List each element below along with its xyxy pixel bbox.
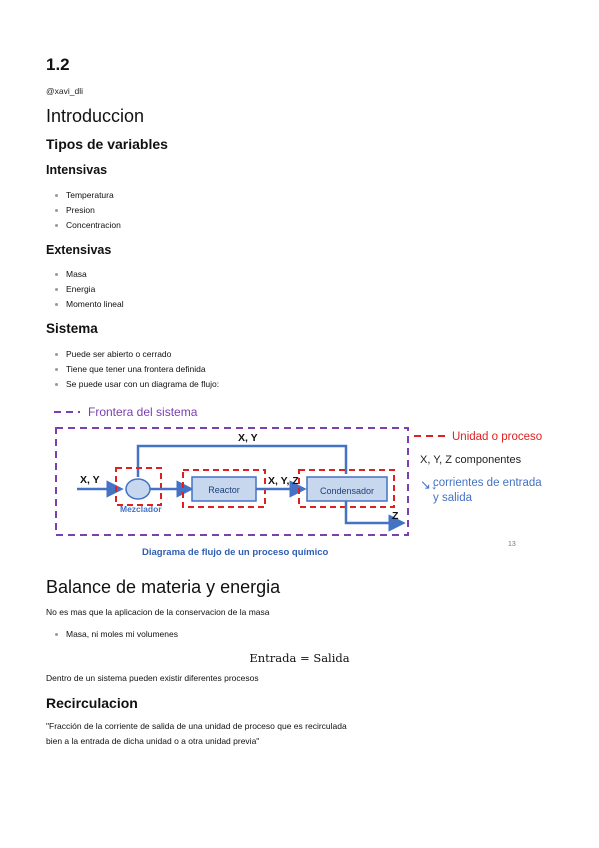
list-item: Se puede usar con un diagrama de flujo: xyxy=(46,377,219,392)
outlet-stream-label: Z xyxy=(392,510,399,522)
heading-sistema: Sistema xyxy=(46,321,98,336)
mixer-unit-frame xyxy=(115,467,162,506)
list-item: Tiene que tener una frontera definida xyxy=(46,362,219,377)
recirculacion-quote-line1: "Fracción de la corriente de salida de u… xyxy=(46,721,347,731)
heading-introduccion: Introduccion xyxy=(46,106,145,126)
list-sistema: Puede ser abierto o cerrado Tiene que te… xyxy=(46,347,219,392)
list-item: Masa xyxy=(46,267,124,282)
heading-balance: Balance de materia y energia xyxy=(46,577,281,597)
balance-after: Dentro de un sistema pueden existir dife… xyxy=(46,673,259,683)
diagram-caption: Diagrama de flujo de un proceso químico xyxy=(142,547,329,558)
process-flow-diagram: Frontera del sistema Unidad o proceso X,… xyxy=(54,405,542,558)
list-item: Presion xyxy=(46,203,121,218)
reactor-label: Reactor xyxy=(208,485,240,495)
recirculacion-quote-line2: bien a la entrada de dicha unidad o a ot… xyxy=(46,736,260,746)
streams-legend-arrow-icon: ↘↓ xyxy=(420,477,437,492)
streams-legend-line1: corrientes de entrada xyxy=(433,477,542,489)
list-item: Masa, ni moles mi volumenes xyxy=(46,627,178,642)
outlet-stream xyxy=(344,501,406,532)
heading-recirculacion: Recirculacion xyxy=(46,695,138,711)
balance-intro: No es mas que la aplicacion de la conser… xyxy=(46,607,270,617)
slide-page-number: 13 xyxy=(508,541,516,548)
components-legend: X, Y, Z componentes xyxy=(420,454,522,466)
list-item: Energia xyxy=(46,282,124,297)
balance-formula: Entrada = Salida xyxy=(249,651,350,665)
mixer-icon xyxy=(125,478,151,500)
recycle-stream-label: X, Y xyxy=(238,432,258,444)
list-item: Concentracion xyxy=(46,218,121,233)
heading-tipos-de-variables: Tipos de variables xyxy=(46,136,168,152)
inlet-stream-label: X, Y xyxy=(80,474,100,486)
recycle-stream xyxy=(136,444,348,477)
mid-stream-label: X, Y, Z xyxy=(268,475,299,487)
section-number: 1.2 xyxy=(46,55,70,74)
heading-intensivas: Intensivas xyxy=(46,163,108,177)
streams-legend-line2: y salida xyxy=(433,492,473,504)
list-item: Puede ser abierto o cerrado xyxy=(46,347,219,362)
frontier-legend-label: Frontera del sistema xyxy=(88,405,198,419)
list-intensivas: Temperatura Presion Concentracion xyxy=(46,188,121,233)
author-handle: @xavi_dli xyxy=(46,86,83,96)
condenser-label: Condensador xyxy=(320,486,374,496)
system-boundary xyxy=(55,427,409,536)
list-item: Momento lineal xyxy=(46,297,124,312)
unit-legend-label: Unidad o proceso xyxy=(452,431,542,443)
heading-extensivas: Extensivas xyxy=(46,243,112,257)
mixer-label: Mezclador xyxy=(120,504,162,514)
list-extensivas: Masa Energia Momento lineal xyxy=(46,267,124,312)
list-balance: Masa, ni moles mi volumenes xyxy=(46,627,178,642)
reactor-block xyxy=(191,476,257,502)
condenser-unit-frame xyxy=(298,469,395,508)
list-item: Temperatura xyxy=(46,188,121,203)
